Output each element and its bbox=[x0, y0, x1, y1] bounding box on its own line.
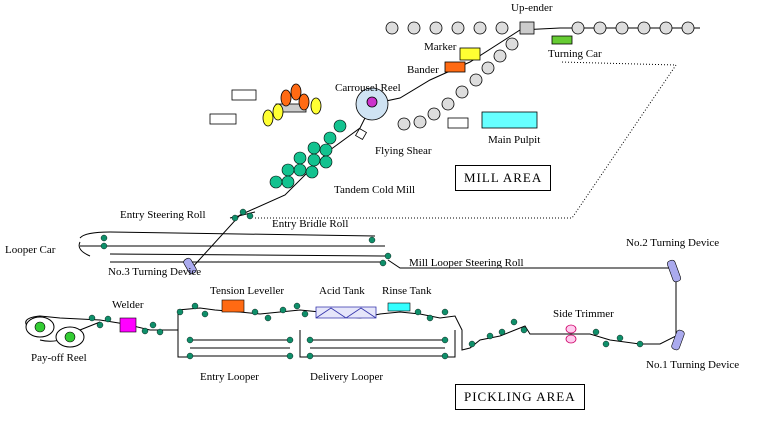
pickling-area-box: PICKLING AREA bbox=[455, 384, 585, 410]
label-no1-turning-device: No.1 Turning Device bbox=[646, 359, 740, 371]
label-bander: Bander bbox=[407, 64, 439, 76]
marker-icon bbox=[459, 47, 481, 61]
label-payoff-reel: Pay-off Reel bbox=[31, 352, 87, 364]
entry-steering-rolls bbox=[231, 208, 254, 222]
payoff-reel-2-core-icon bbox=[64, 331, 76, 343]
mill-area-boundary bbox=[255, 61, 677, 219]
acid-tank-icon bbox=[315, 306, 377, 319]
rinse-tank-icon bbox=[387, 302, 411, 312]
turning-car-icon bbox=[551, 35, 573, 45]
label-delivery-looper: Delivery Looper bbox=[310, 371, 383, 383]
reel-drive-assemblies bbox=[209, 83, 322, 127]
side-trimmer-icon bbox=[565, 324, 577, 344]
label-tandem-cold-mill: Tandem Cold Mill bbox=[334, 184, 416, 196]
mill-looper-rolls bbox=[100, 234, 392, 267]
flying-shear-icon bbox=[354, 127, 368, 141]
mill-small-box-icon bbox=[447, 117, 469, 129]
delivery-looper-strands bbox=[299, 330, 456, 358]
payoff-reel-1-core-icon bbox=[34, 321, 46, 333]
upender-coils bbox=[385, 21, 695, 35]
label-no3-turning-device: No.3 Turning Device bbox=[108, 266, 202, 278]
label-up-ender: Up-ender bbox=[511, 2, 553, 14]
no3-turning-device-icon bbox=[183, 257, 197, 275]
mill-area-box: MILL AREA bbox=[455, 165, 552, 191]
label-entry-bridle-roll: Entry Bridle Roll bbox=[272, 218, 349, 230]
tandem-mill-stands bbox=[269, 119, 347, 189]
label-entry-looper: Entry Looper bbox=[200, 371, 259, 383]
conveyor-coils bbox=[397, 37, 519, 131]
main-pulpit-icon bbox=[481, 111, 538, 129]
label-looper-car: Looper Car bbox=[5, 244, 56, 256]
label-entry-steering-roll: Entry Steering Roll bbox=[120, 209, 206, 221]
label-no2-turning-device: No.2 Turning Device bbox=[626, 237, 720, 249]
up-ender-icon bbox=[519, 21, 535, 35]
label-side-trimmer: Side Trimmer bbox=[553, 308, 614, 320]
label-acid-tank: Acid Tank bbox=[319, 285, 365, 297]
pickling-rolls bbox=[88, 302, 644, 360]
bander-icon bbox=[444, 61, 466, 73]
mill-looper-strands bbox=[78, 231, 386, 263]
label-marker: Marker bbox=[424, 41, 457, 53]
label-mill-looper-steering-roll: Mill Looper Steering Roll bbox=[409, 257, 524, 269]
label-main-pulpit: Main Pulpit bbox=[488, 134, 541, 146]
no1-turning-device-icon bbox=[671, 329, 685, 351]
label-rinse-tank: Rinse Tank bbox=[382, 285, 432, 297]
welder-icon bbox=[119, 317, 137, 333]
label-carrousel-reel: Carrousel Reel bbox=[335, 82, 401, 94]
label-flying-shear: Flying Shear bbox=[375, 145, 432, 157]
carrousel-reel-hub-icon bbox=[366, 96, 378, 108]
label-welder: Welder bbox=[112, 299, 144, 311]
no2-turning-device-icon bbox=[667, 259, 681, 283]
entry-looper-strands bbox=[177, 330, 290, 358]
label-tension-leveller: Tension Leveller bbox=[210, 285, 285, 297]
tension-leveller-icon bbox=[221, 299, 245, 313]
label-turning-car: Turning Car bbox=[548, 48, 602, 60]
